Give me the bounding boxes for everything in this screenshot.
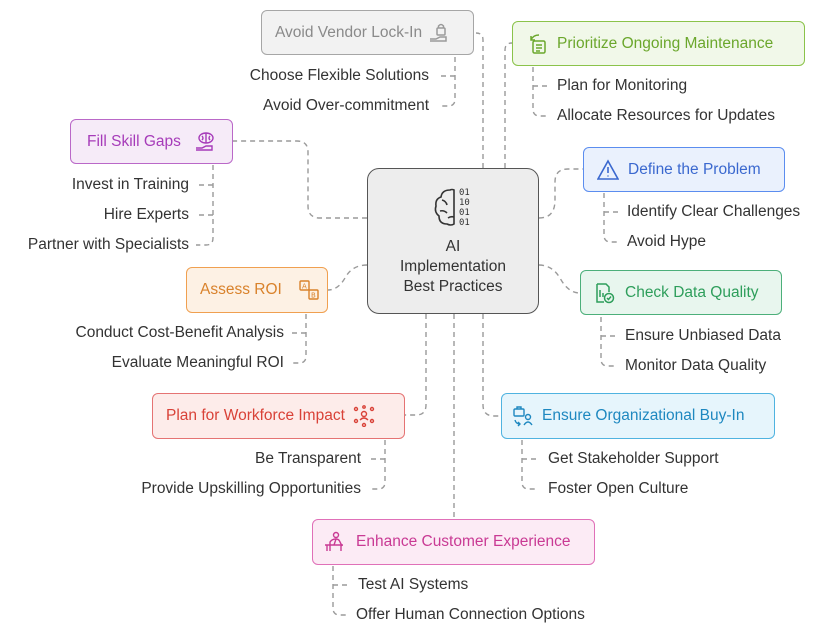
lock-hand-icon — [428, 22, 450, 44]
node-label: Prioritize Ongoing Maintenance — [557, 34, 774, 52]
sub-conduct-cost-benefit-analysis: Conduct Cost-Benefit Analysis — [75, 324, 285, 341]
node-label: Plan for Workforce Impact — [166, 407, 345, 424]
person-desk-icon — [323, 531, 345, 553]
node-label: Assess ROI — [200, 281, 282, 298]
node-enhance-customer-experience[interactable]: Enhance Customer Experience — [312, 519, 595, 565]
sub-hire-experts: Hire Experts — [103, 206, 189, 223]
node-label: Ensure Organizational Buy-In — [542, 407, 745, 424]
people-network-icon — [353, 405, 375, 427]
node-assess-roi[interactable]: Assess ROI A B — [186, 267, 328, 313]
center-title-line-1: AI — [445, 238, 461, 255]
sub-ensure-unbiased-data: Ensure Unbiased Data — [625, 327, 781, 344]
svg-text:01: 01 — [459, 208, 470, 218]
brain-hand-icon — [194, 131, 216, 153]
document-check-icon — [593, 282, 615, 304]
node-label: Fill Skill Gaps — [87, 132, 181, 150]
node-fill-skill-gaps[interactable]: Fill Skill Gaps — [70, 119, 233, 164]
svg-text:01: 01 — [459, 218, 470, 228]
center-node: 01 10 01 01 AI Implementation Best Pract… — [367, 168, 539, 314]
node-prioritize-ongoing-maintenance[interactable]: Prioritize Ongoing Maintenance — [512, 21, 805, 66]
svg-text:10: 10 — [459, 198, 470, 208]
sub-be-transparent: Be Transparent — [255, 450, 361, 467]
sub-provide-upskilling-opportunities: Provide Upskilling Opportunities — [141, 480, 361, 497]
node-ensure-organizational-buy-in[interactable]: Ensure Organizational Buy-In — [501, 393, 775, 439]
svg-text:B: B — [311, 292, 316, 300]
sub-monitor-data-quality: Monitor Data Quality — [625, 357, 767, 374]
brain-binary-icon: 01 10 01 01 — [432, 184, 480, 230]
refresh-document-icon — [527, 33, 549, 55]
node-avoid-vendor-lock-in[interactable]: Avoid Vendor Lock-In — [261, 10, 474, 55]
sub-test-ai-systems: Test AI Systems — [358, 576, 469, 593]
sub-offer-human-connection-options: Offer Human Connection Options — [356, 606, 585, 623]
node-plan-for-workforce-impact[interactable]: Plan for Workforce Impact — [152, 393, 405, 439]
center-title-line-2: Implementation — [400, 258, 506, 275]
warning-triangle-icon — [597, 158, 619, 181]
node-label: Enhance Customer Experience — [356, 533, 571, 550]
center-title-line-3: Best Practices — [403, 278, 503, 295]
sub-allocate-resources-for-updates: Allocate Resources for Updates — [557, 107, 775, 124]
sub-identify-clear-challenges: Identify Clear Challenges — [627, 203, 801, 220]
node-label: Define the Problem — [628, 160, 761, 178]
sub-invest-in-training: Invest in Training — [71, 176, 189, 193]
ab-comparison-icon: A B — [298, 279, 320, 301]
node-check-data-quality[interactable]: Check Data Quality — [580, 270, 782, 315]
node-label: Check Data Quality — [625, 283, 759, 301]
sub-partner-with-specialists: Partner with Specialists — [27, 236, 189, 253]
node-define-the-problem[interactable]: Define the Problem — [583, 147, 785, 192]
briefcase-people-icon — [512, 405, 534, 427]
svg-text:01: 01 — [459, 188, 470, 198]
sub-evaluate-meaningful-roi: Evaluate Meaningful ROI — [111, 354, 284, 371]
node-label: Avoid Vendor Lock-In — [275, 23, 423, 41]
sub-choose-flexible-solutions: Choose Flexible Solutions — [249, 67, 429, 84]
sub-foster-open-culture: Foster Open Culture — [548, 480, 689, 497]
sub-avoid-over-commitment: Avoid Over-commitment — [263, 97, 429, 114]
sub-get-stakeholder-support: Get Stakeholder Support — [548, 450, 719, 467]
svg-text:A: A — [302, 283, 307, 291]
sub-avoid-hype: Avoid Hype — [627, 233, 706, 250]
sub-plan-for-monitoring: Plan for Monitoring — [557, 77, 688, 94]
